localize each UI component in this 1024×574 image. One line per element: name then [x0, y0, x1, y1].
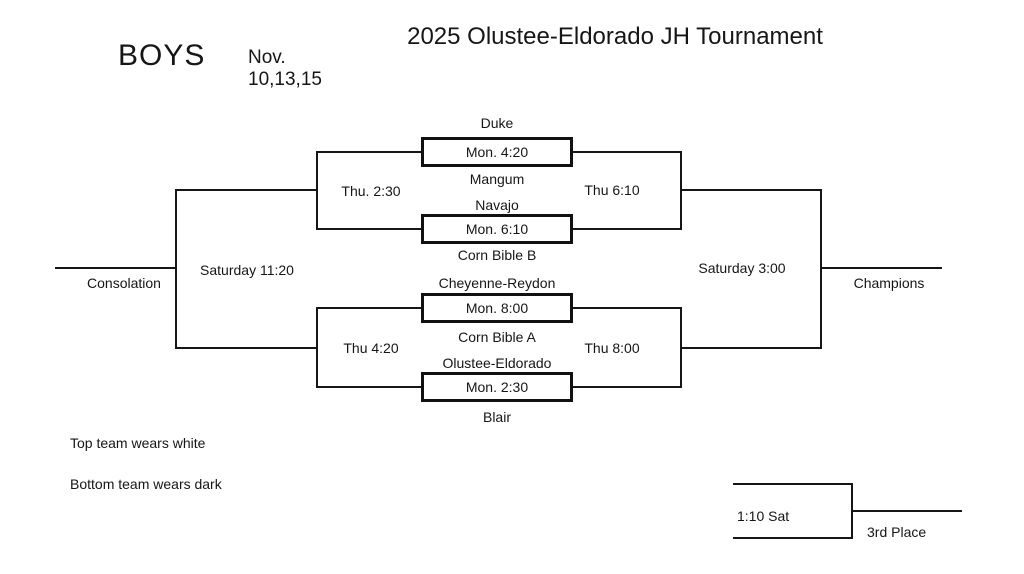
consolation-label: Consolation	[87, 275, 161, 291]
team-name-bottom: Blair	[482, 409, 511, 425]
round-time-label: Thu 8:00	[584, 340, 640, 356]
bracket-line-loser-stub	[316, 307, 421, 309]
champions-label: Champions	[853, 275, 925, 291]
team-name-bottom: Corn Bible A	[458, 329, 536, 345]
third-place-line-bottom	[733, 537, 853, 539]
game-box-2: Mon. 6:10	[421, 214, 573, 244]
team-name-top: Olustee-Eldorado	[442, 355, 552, 371]
division-label: BOYS	[118, 39, 206, 72]
bracket-line-championship-final	[820, 267, 942, 269]
round-time-label: Thu 6:10	[584, 182, 640, 198]
dates-month: Nov.	[248, 47, 286, 68]
tournament-dates: Nov. 10,13,15	[248, 47, 322, 91]
bracket-line-semi	[680, 189, 822, 191]
bracket-line-winner-stub	[573, 151, 682, 153]
game-time: Mon. 4:20	[465, 144, 529, 160]
round-time-label: 1:10 Sat	[737, 508, 790, 524]
bracket-line-loser-stub	[316, 228, 421, 230]
bracket-line-connector	[175, 189, 177, 349]
bracket-line-winner-stub	[573, 386, 682, 388]
round-time-label: Thu. 2:30	[341, 183, 401, 199]
bracket-line-semi	[175, 347, 318, 349]
note-top-team: Top team wears white	[70, 435, 206, 451]
team-name-top: Duke	[480, 115, 514, 131]
third-place-final-line	[851, 510, 962, 512]
third-place-line-top	[733, 483, 853, 485]
bracket-line-semi	[175, 189, 318, 191]
game-time: Mon. 2:30	[465, 379, 529, 395]
bracket-line-consolation-final	[55, 267, 177, 269]
game-time: Mon. 8:00	[465, 300, 529, 316]
bracket-line-connector	[820, 189, 822, 349]
round-time-label: Saturday 3:00	[698, 260, 786, 276]
dates-days: 10,13,15	[248, 69, 322, 90]
bracket-line-winner-stub	[573, 307, 682, 309]
round-time-label: Thu 4:20	[343, 340, 399, 356]
game-box-3: Mon. 8:00	[421, 293, 573, 323]
team-name-top: Navajo	[475, 197, 519, 213]
bracket-line-loser-stub	[316, 386, 421, 388]
team-name-bottom: Mangum	[469, 171, 525, 187]
note-bottom-team: Bottom team wears dark	[70, 476, 222, 492]
bracket-line-winner-stub	[573, 228, 682, 230]
page-title: 2025 Olustee-Eldorado JH Tournament	[407, 23, 823, 50]
team-name-bottom: Corn Bible B	[457, 247, 537, 263]
team-name-top: Cheyenne-Reydon	[438, 275, 556, 291]
bracket-line-semi	[680, 347, 822, 349]
game-time: Mon. 6:10	[465, 221, 529, 237]
game-box-4: Mon. 2:30	[421, 372, 573, 402]
game-box-1: Mon. 4:20	[421, 137, 573, 167]
third-place-label: 3rd Place	[867, 524, 927, 540]
round-time-label: Saturday 11:20	[200, 262, 294, 278]
bracket-line-loser-stub	[316, 151, 421, 153]
